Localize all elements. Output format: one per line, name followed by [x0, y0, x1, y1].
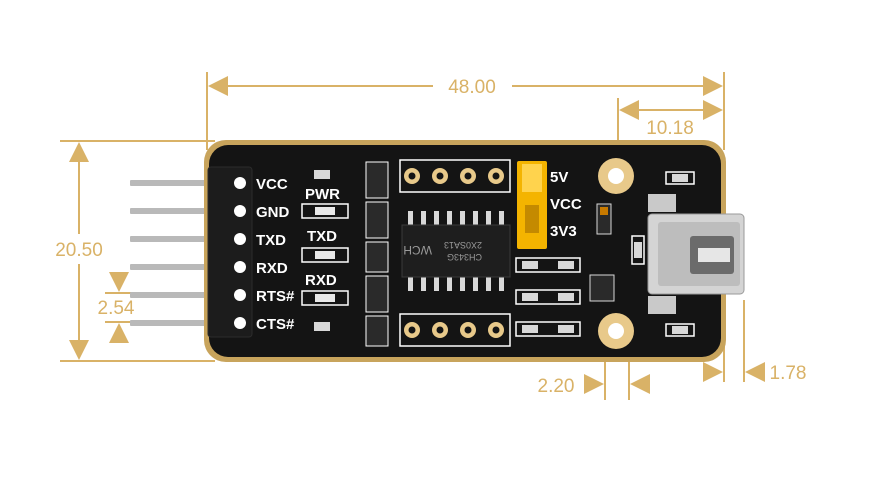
pin-hole	[234, 289, 246, 301]
smd-component	[365, 161, 389, 199]
header-pins	[130, 180, 210, 326]
txd-led-body	[315, 251, 335, 259]
header-pin	[130, 208, 210, 214]
header-pin	[130, 320, 210, 326]
pin-hole	[234, 233, 246, 245]
pin-label-vcc: VCC	[256, 176, 288, 193]
txd-led	[301, 247, 349, 263]
ch343-chip: CH343G 2X0SA13 WCH	[401, 211, 511, 291]
bottom-pad-row	[399, 313, 511, 347]
chip-logo: WCH	[403, 243, 432, 257]
pin-hole	[234, 261, 246, 273]
smd-component	[314, 322, 330, 331]
jumper-slot	[525, 205, 539, 233]
pin-pitch-dimension-label: 2.54	[98, 298, 135, 319]
pin-header-block	[207, 166, 253, 338]
smd-component	[365, 315, 389, 347]
pin-hole	[234, 177, 246, 189]
pin-label-cts: CTS#	[256, 316, 295, 333]
pin-label-txd: TXD	[256, 232, 286, 249]
pin-label-gnd: GND	[256, 204, 290, 221]
rxd-led-body	[315, 294, 335, 302]
led-label-rxd: RXD	[305, 272, 337, 289]
chip-body	[401, 224, 511, 278]
rxd-led	[301, 290, 349, 306]
led-label-pwr: PWR	[305, 186, 340, 203]
jumper-label-3v3: 3V3	[550, 223, 577, 240]
led-label-txd: TXD	[307, 228, 337, 245]
usb-offset-dimension-label: 10.18	[646, 118, 694, 139]
usb-overhang-dimension-label: 1.78	[770, 363, 807, 384]
chip-marking-2: 2X0SA13	[444, 240, 482, 250]
chip-marking: CH343G	[447, 252, 482, 262]
pin-label-rxd: RXD	[256, 260, 288, 277]
usb-mini-connector[interactable]	[647, 194, 745, 314]
pin-header-holes	[234, 177, 246, 329]
jumper-label-5v: 5V	[550, 169, 568, 186]
width-dimension-label: 48.00	[448, 77, 496, 98]
pwr-led-body	[315, 207, 335, 215]
height-dimension-label: 20.50	[55, 240, 103, 261]
pwr-led	[301, 203, 349, 219]
resistor-array	[365, 161, 389, 347]
jumper-label-vcc: VCC	[550, 196, 582, 213]
smd-component	[365, 275, 389, 313]
jumper-cap	[522, 164, 542, 192]
pin-hole	[234, 205, 246, 217]
top-pad-row	[399, 159, 511, 193]
smd-component	[365, 241, 389, 273]
header-pin	[130, 180, 210, 186]
smd-parts	[515, 171, 695, 337]
status-leds	[301, 170, 349, 331]
pin-label-rts: RTS#	[256, 288, 295, 305]
smd-component	[314, 170, 330, 179]
header-pin	[130, 236, 210, 242]
header-pin	[130, 264, 210, 270]
hole-dimension-label: 2.20	[538, 376, 575, 397]
dimension-lines	[60, 72, 765, 400]
smd-component	[365, 201, 389, 239]
pin-hole	[234, 317, 246, 329]
header-pin	[130, 292, 210, 298]
